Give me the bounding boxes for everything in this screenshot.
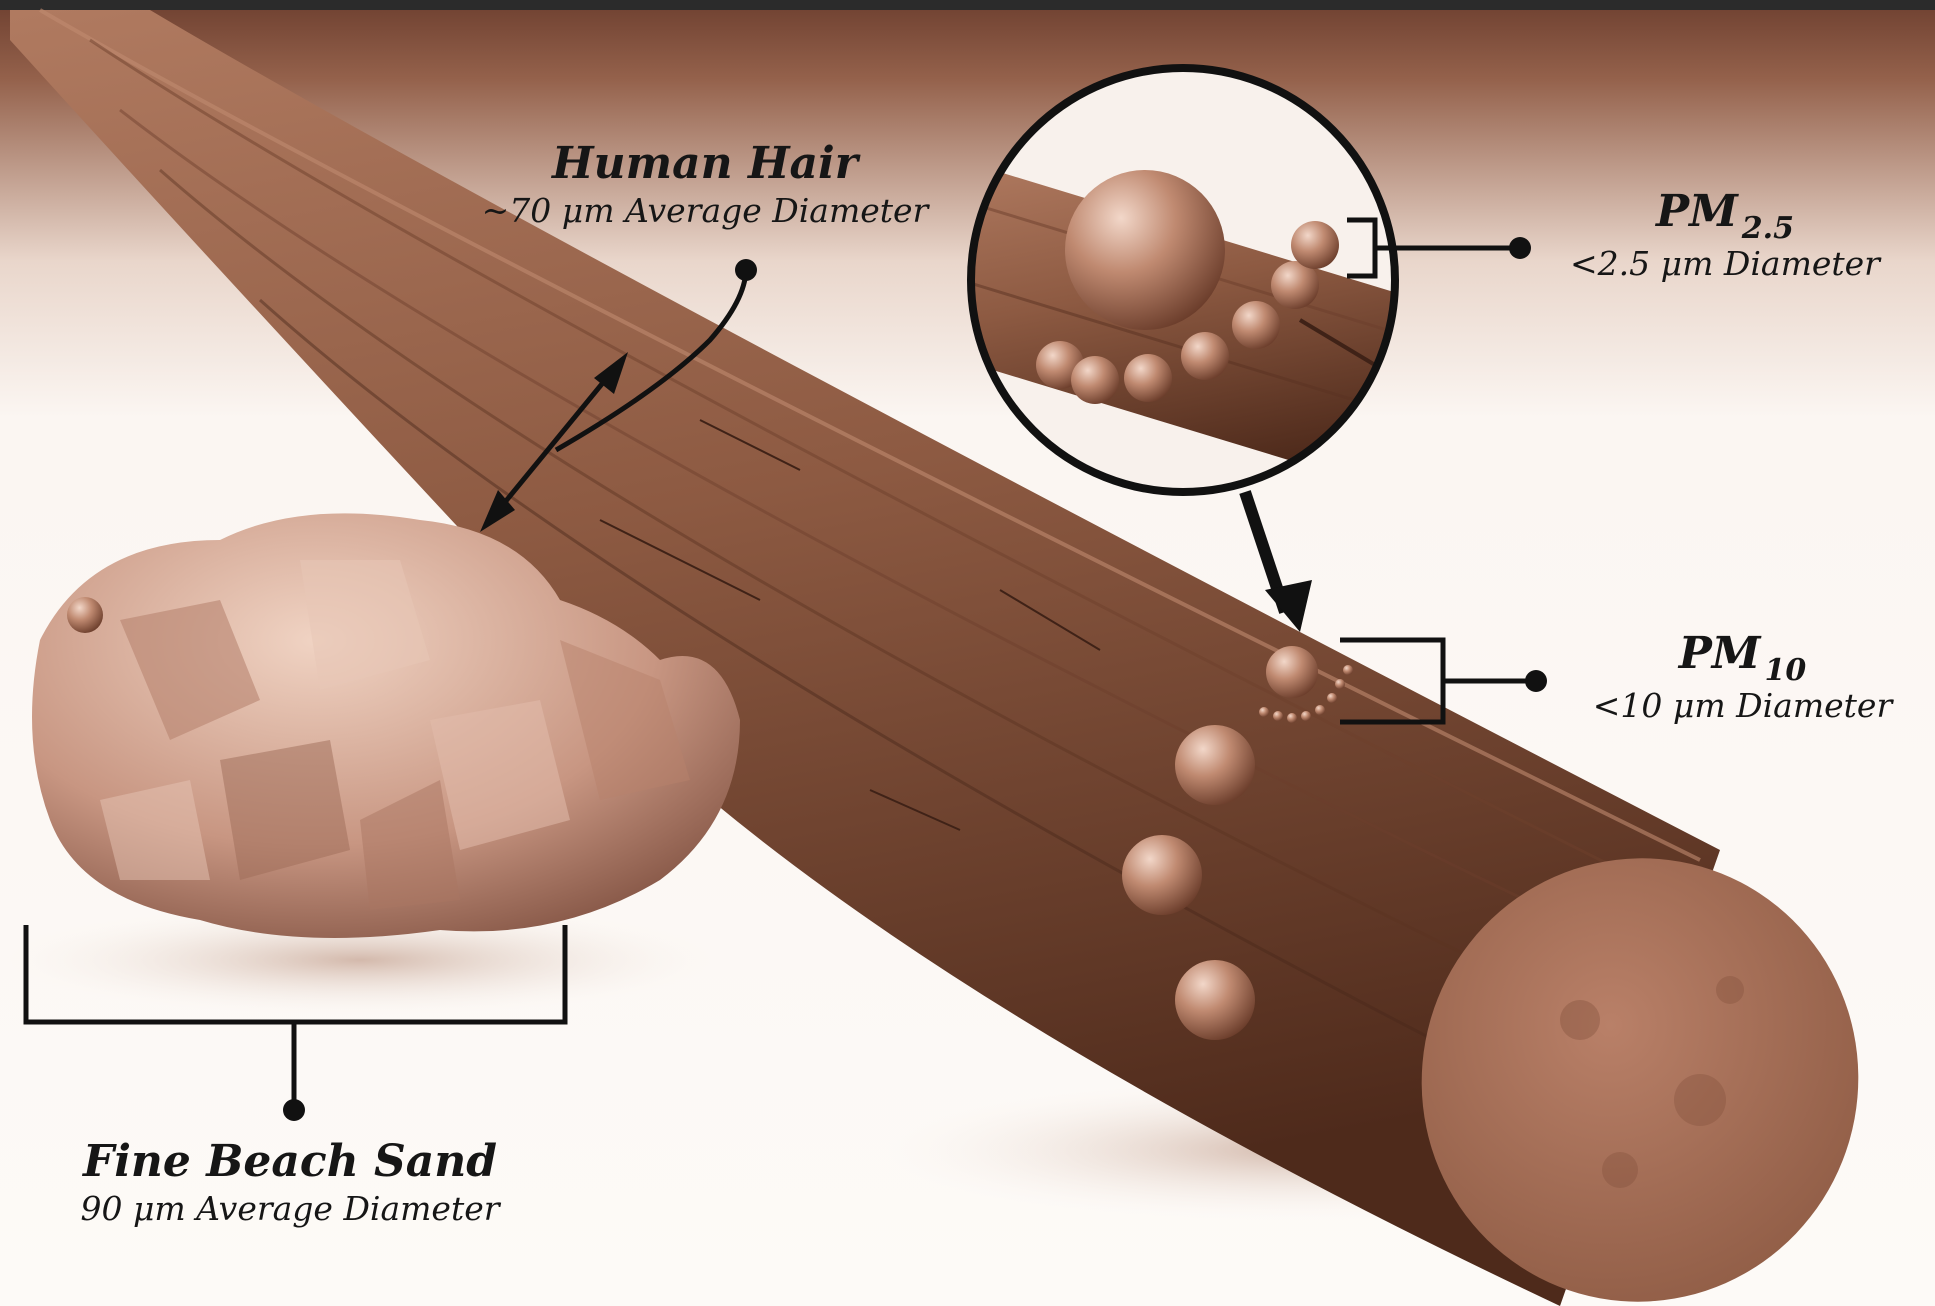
pm25-title-text: PM [1656,186,1738,237]
human-hair-label: Human Hair ~70 μm Average Diameter [460,138,950,232]
pm10-subtitle: <10 μm Diameter [1555,685,1930,727]
pm10-title-text: PM [1679,628,1761,679]
fine-beach-sand-title: Fine Beach Sand [40,1136,540,1188]
fine-beach-sand-subtitle: 90 μm Average Diameter [40,1188,540,1230]
pm10-subscript: 10 [1765,653,1807,688]
human-hair-title: Human Hair [460,138,950,190]
pm25-subtitle: <2.5 μm Diameter [1535,243,1915,285]
pm25-subscript: 2.5 [1742,211,1794,246]
human-hair-subtitle: ~70 μm Average Diameter [460,190,950,232]
fine-beach-sand-label: Fine Beach Sand 90 μm Average Diameter [40,1136,540,1230]
